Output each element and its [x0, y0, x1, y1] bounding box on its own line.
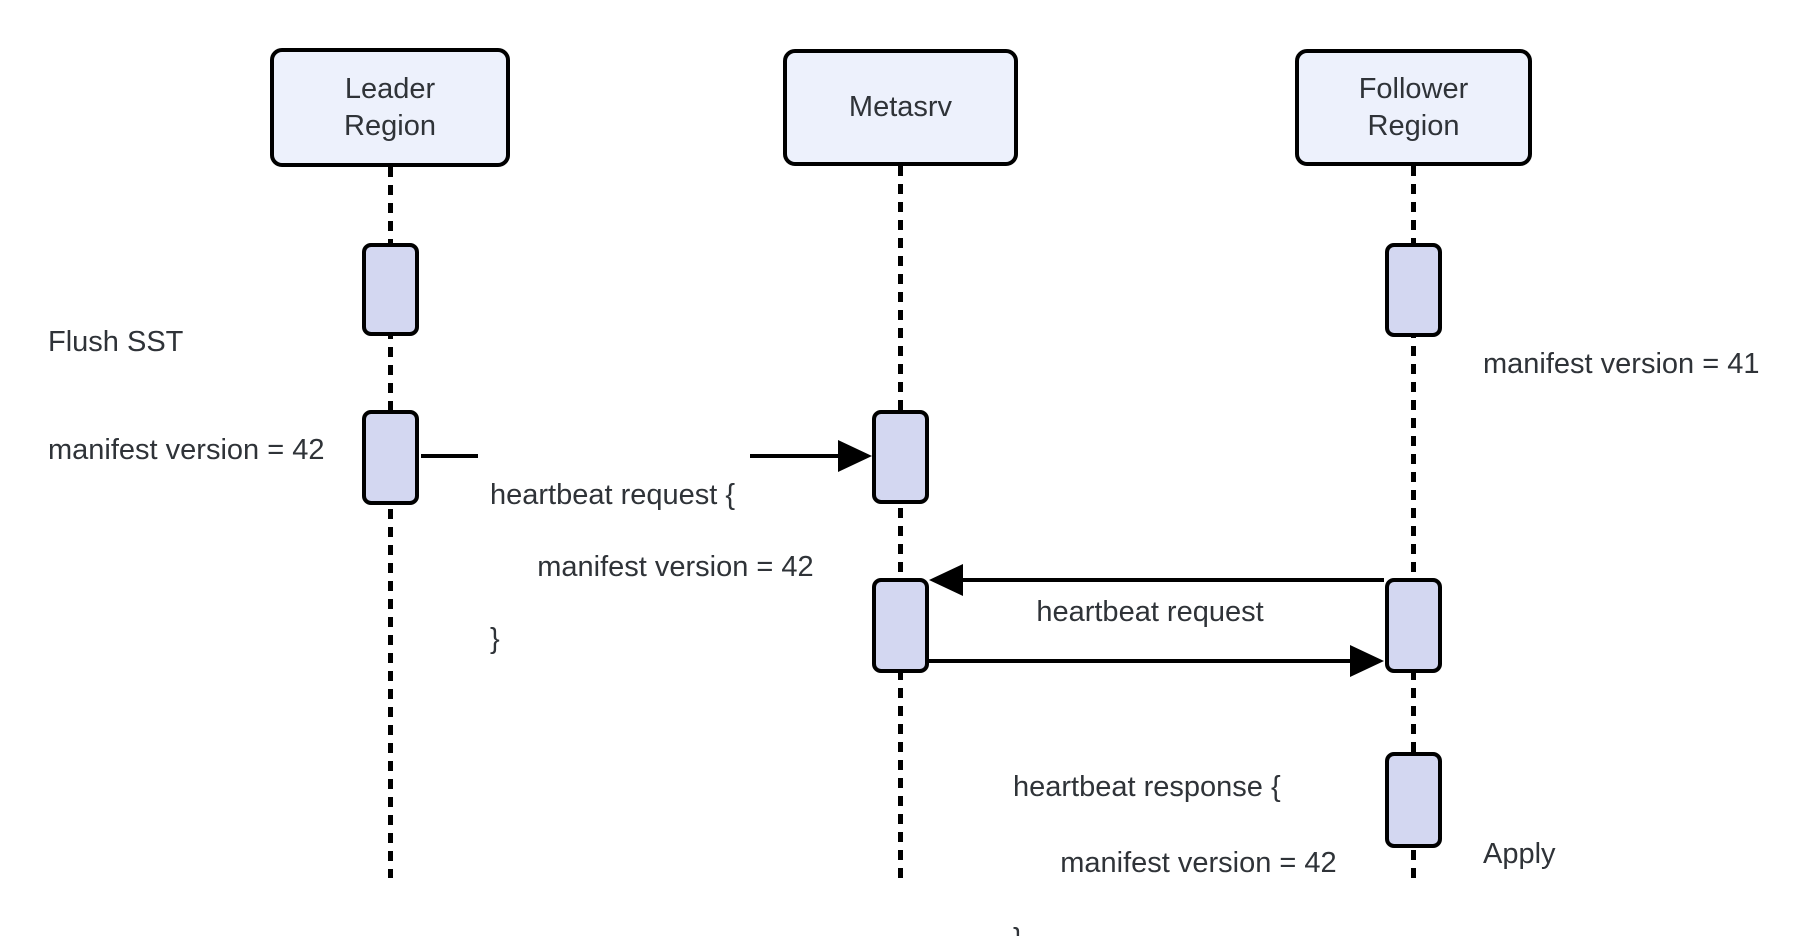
lifeline-leader-region [387, 167, 393, 878]
message-line-follower-to-metasrv [960, 578, 1384, 582]
message-label-leader-heartbeat: heartbeat request { manifest version = 4… [478, 405, 814, 729]
note-line: Apply [1483, 838, 1556, 870]
activation-follower-heartbeat [1384, 578, 1442, 673]
actor-label: Region [1367, 109, 1460, 142]
arrowhead-metasrv-to-follower [1350, 645, 1384, 677]
message-label-line: } [490, 623, 500, 655]
actor-label: Region [344, 109, 436, 142]
actor-label: Metasrv [848, 91, 953, 123]
arrowhead-follower-to-metasrv [929, 564, 963, 596]
message-line-metasrv-to-follower [928, 659, 1352, 663]
message-label-line: manifest version = 42 [537, 551, 814, 583]
lifeline-follower-region [1410, 166, 1416, 878]
message-label-line: manifest version = 42 [1060, 847, 1337, 879]
message-label-line: heartbeat request [1036, 596, 1264, 628]
actor-label: Follower [1358, 72, 1469, 105]
actor-leader-region: Leader Region [270, 48, 510, 167]
message-label-line: } [1013, 920, 1337, 936]
message-label-follower-heartbeat: heartbeat request [1036, 522, 1263, 702]
note-line: manifest version = 41 [1483, 348, 1760, 380]
message-label-heartbeat-response: heartbeat response { manifest version = … [1013, 692, 1337, 936]
activation-leader-flush [361, 243, 419, 336]
note-line: Flush SST [48, 326, 184, 358]
note-manifest-version-41: manifest version = 41 [1483, 274, 1759, 454]
message-label-line: heartbeat response { [1013, 771, 1281, 803]
activation-leader-heartbeat [361, 410, 419, 505]
actor-follower-region: Follower Region [1295, 49, 1532, 166]
arrowhead-leader-to-metasrv [838, 440, 872, 472]
note-line: manifest version = 42 [48, 434, 325, 466]
activation-follower-version [1384, 243, 1442, 337]
message-label-line: heartbeat request { [490, 479, 736, 511]
note-flush-sst: Flush SST manifest version = 42 [48, 252, 324, 540]
note-apply-manifest: Apply manifest version = 42 [1483, 759, 1759, 936]
lifeline-metasrv [897, 166, 903, 878]
actor-label: Leader [344, 72, 436, 105]
actor-metasrv: Metasrv [783, 49, 1018, 166]
activation-follower-apply [1384, 752, 1442, 848]
activation-metasrv-receive [871, 410, 929, 504]
activation-metasrv-respond [871, 578, 929, 673]
